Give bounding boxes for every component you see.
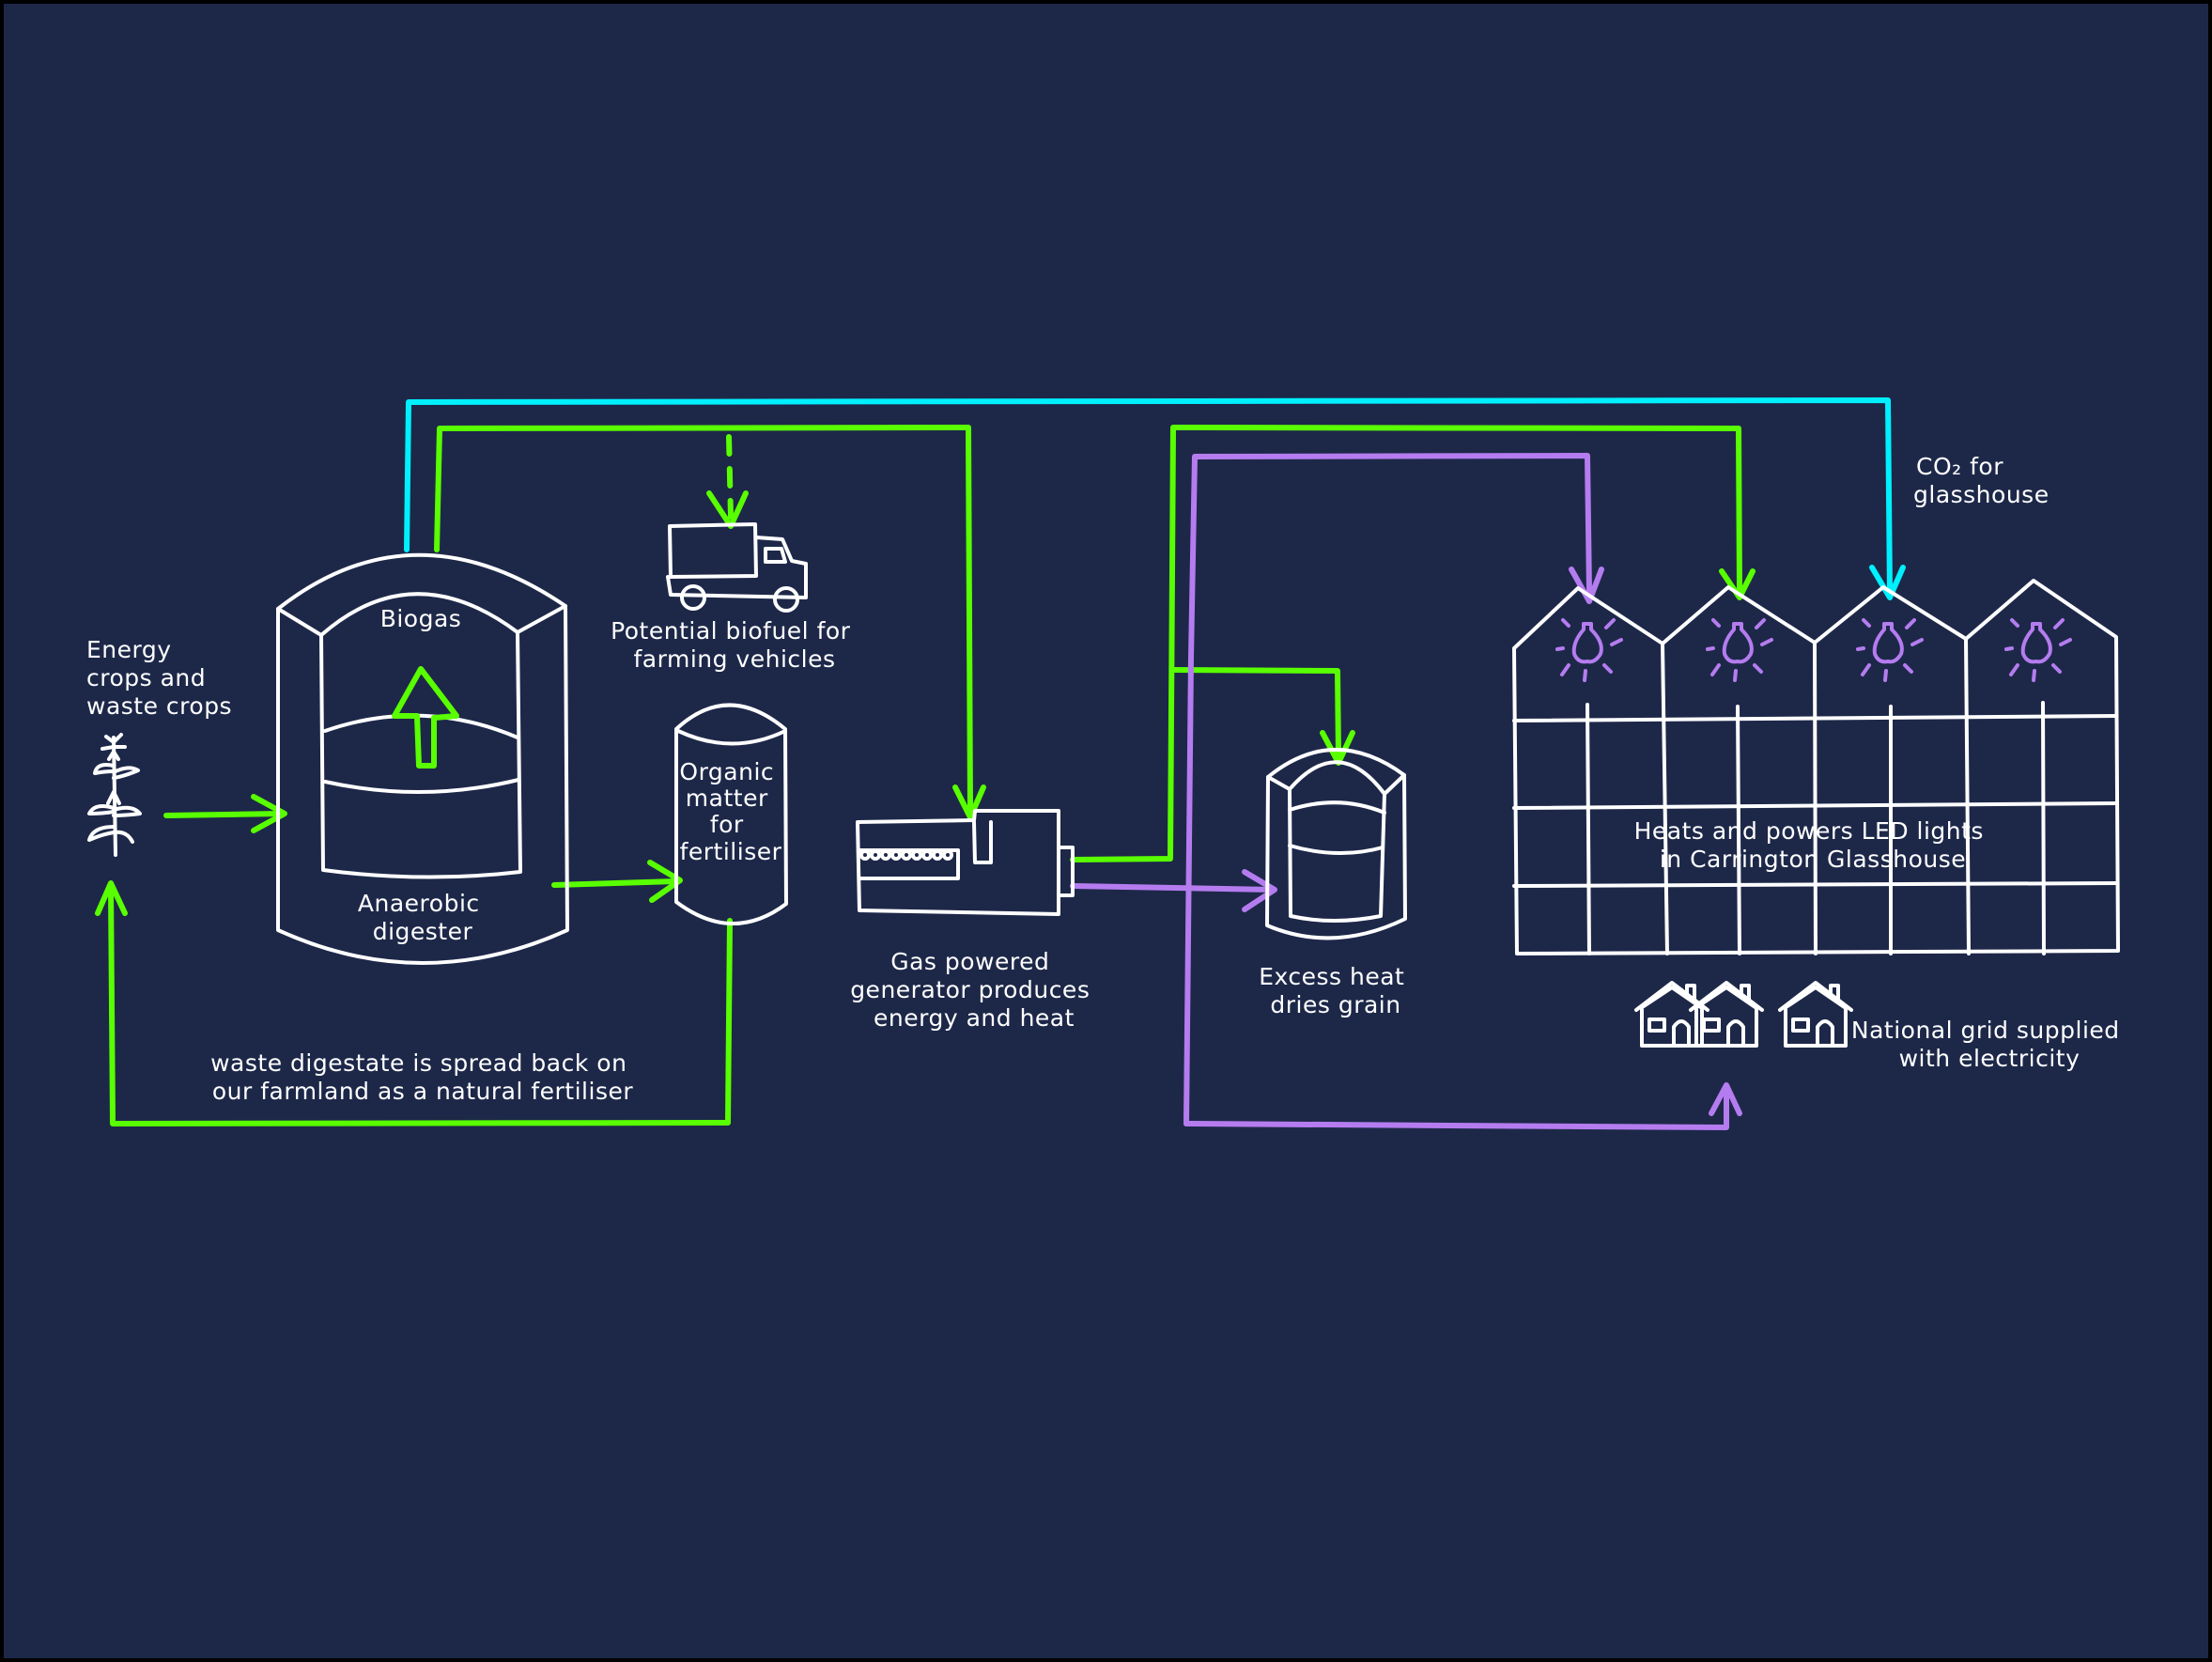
- grain-dryer-label: Excess heat dries grain: [1259, 963, 1413, 1018]
- biogas-label: Biogas: [380, 605, 462, 632]
- diagram-svg: Energy crops and waste crops Biogas Anae…: [86, 397, 2127, 1130]
- crops-to-digester-line: [163, 794, 287, 833]
- generator-heat-line: [1070, 425, 1756, 862]
- digestate-return-line: [95, 880, 733, 1126]
- co2-flow-line: [404, 397, 1906, 600]
- co2-label: CO₂ for glasshouse: [1913, 453, 2050, 508]
- diagram-canvas: Energy crops and waste crops Biogas Anae…: [4, 4, 2208, 1658]
- truck-icon: [666, 522, 808, 613]
- glasshouse-power-arrowhead-icon: [1569, 567, 1604, 604]
- glasshouse-heat-arrowhead-icon: [1719, 568, 1756, 600]
- digestate-label: waste digestate is spread back on our fa…: [210, 1049, 635, 1105]
- co2-arrowhead-icon: [1869, 565, 1906, 600]
- truck-arrowhead-icon: [706, 490, 749, 529]
- led-bulb-icon: [2004, 618, 2072, 682]
- silo-icon: [674, 703, 788, 925]
- electricity-line: [1183, 453, 1742, 1130]
- led-bulb-icon: [1706, 618, 1773, 682]
- led-bulbs: [1555, 618, 2072, 682]
- generator-arrowhead-icon: [952, 784, 986, 820]
- generator-icon: [856, 809, 1075, 916]
- glasshouse-icon: [1512, 579, 2120, 955]
- digester-label: Anaerobic digester: [358, 890, 487, 945]
- crops-arrowhead-icon: [95, 880, 128, 916]
- dryer-power-arrowhead-icon: [1242, 869, 1277, 912]
- plant-icon: [87, 733, 142, 857]
- house-icon: [1778, 981, 1853, 1048]
- glasshouse-label: Heats and powers LED lights in Carringto…: [1634, 817, 1992, 873]
- led-bulb-icon: [1555, 618, 1623, 682]
- grid-arrowhead-icon: [1709, 1082, 1742, 1116]
- national-grid-label: National grid supplied with electricity: [1851, 1017, 2127, 1072]
- digester-arrowhead-icon: [251, 794, 287, 833]
- houses: [1634, 981, 1853, 1048]
- generator-label: Gas powered generator produces energy an…: [850, 948, 1098, 1032]
- biofuel-dashed-line: [706, 434, 749, 529]
- biofuel-label: Potential biofuel for farming vehicles: [611, 617, 859, 673]
- grain-dryer-icon: [1265, 748, 1407, 940]
- biogas-up-arrow-icon: [392, 666, 459, 769]
- generator-to-dryer-power-line: [1070, 869, 1277, 912]
- digester-to-silo-line: [551, 860, 683, 903]
- digester-tank-icon: [276, 552, 569, 965]
- organic-matter-label: Organic matter for fertiliser: [679, 758, 781, 865]
- house-icon: [1634, 981, 1709, 1048]
- silo-arrowhead-icon: [647, 860, 683, 903]
- biogas-to-generator-line: [434, 425, 986, 820]
- house-icon: [1689, 981, 1764, 1048]
- energy-crops-label: Energy crops and waste crops: [86, 636, 232, 720]
- led-bulb-icon: [1856, 618, 1924, 682]
